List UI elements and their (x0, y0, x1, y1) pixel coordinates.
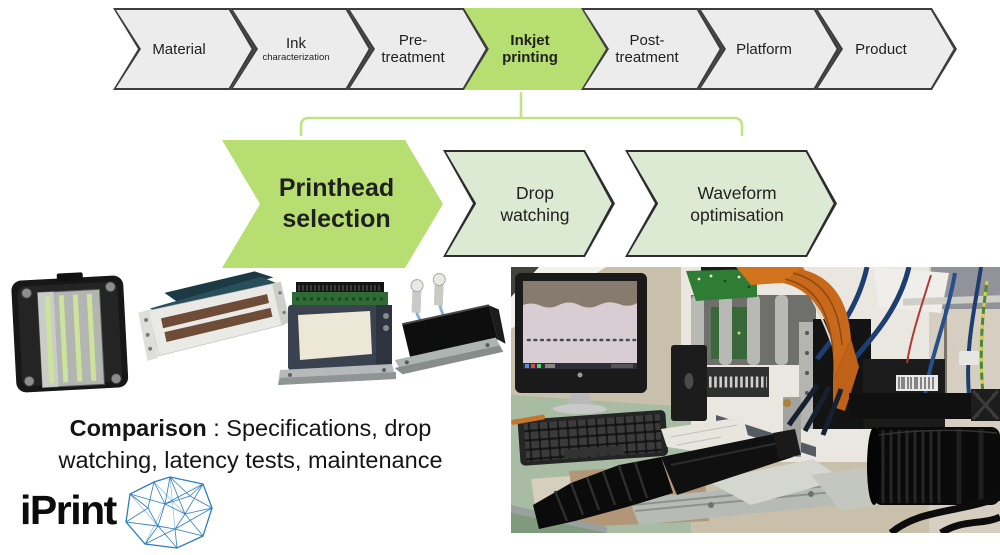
substep-line2: watching (500, 204, 570, 225)
step-line2: characterization (262, 52, 330, 63)
flow-step-label: Post-treatment (581, 8, 723, 90)
flow-step-label: Material (113, 8, 255, 90)
photo-monitor (515, 273, 647, 414)
step-line1: Pre- (398, 32, 428, 49)
step-line1: Inkjet (510, 32, 550, 49)
flow-bracket (299, 91, 744, 137)
photo-camera-lens-left (533, 429, 801, 529)
flow-step-label: Platform (698, 8, 840, 90)
step-line1: Platform (736, 40, 792, 58)
printheads-image (11, 271, 506, 393)
step-line2: treatment (381, 49, 445, 66)
comparison-rest: : Specifications, drop watching, latency… (58, 415, 443, 473)
photo-white-connector (959, 351, 979, 365)
substep-printhead-selection: Printhead selection (222, 140, 443, 268)
printhead-2 (138, 271, 291, 362)
substep-label: Printhead selection (222, 140, 443, 268)
printhead-1 (11, 272, 129, 393)
printhead-4 (394, 272, 506, 375)
flow-step-platform: Platform (698, 8, 840, 90)
substep-line2: selection (282, 205, 391, 233)
photo-black-beam (849, 351, 1000, 421)
photo-white-tape (873, 267, 949, 313)
flow-step-product: Product (815, 8, 957, 90)
iprint-logo-mark-icon (125, 476, 213, 549)
comparison-bold: Comparison (69, 415, 207, 441)
iprint-logo-text: iPrint (20, 487, 117, 533)
photo-keyboard (517, 410, 669, 466)
substep-line2: optimisation (690, 204, 784, 225)
substep-line1: Printhead (278, 174, 395, 202)
step-line1: Material (152, 40, 206, 58)
photo-ink-tubes (786, 383, 844, 436)
photo-orange-ribbon-cable (736, 267, 859, 411)
step-line1: Product (855, 40, 907, 58)
lab-photo (511, 267, 1000, 533)
flow-step-material: Material (113, 8, 255, 90)
substep-line1: Waveform (697, 182, 777, 203)
flow-step-label: Pre-treatment (347, 8, 489, 90)
substep-line1: Drop (516, 182, 554, 203)
photo-barcode-sticker (896, 375, 938, 391)
step-line1: Post- (629, 32, 665, 49)
photo-orange-tool (511, 414, 545, 425)
photo-camera-lens-right (867, 427, 1000, 505)
flow-step-label: Product (815, 8, 957, 90)
step-line2: printing (502, 49, 558, 66)
printhead-3 (278, 282, 396, 385)
comparison-text: Comparison : Specifications, drop watchi… (28, 412, 473, 476)
substep-fill (628, 152, 834, 255)
step-line2: treatment (615, 49, 679, 66)
step-line1: Ink (285, 35, 306, 52)
photo-floor-cables (888, 493, 1000, 533)
